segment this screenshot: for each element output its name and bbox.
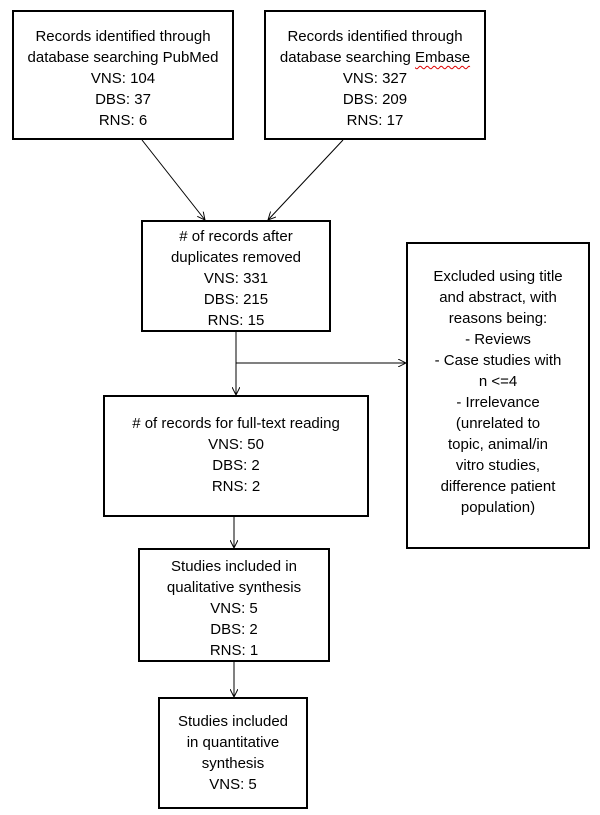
excluded-irrelevance-detail-2: topic, animal/in [447,436,549,453]
pubmed-records-box: Records identified through database sear… [12,10,234,140]
embase-records-box: Records identified through database sear… [264,10,486,140]
full-text-dbs-count: DBS: 2 [212,457,260,474]
embase-term: Embase [415,49,471,66]
excluded-records-box: Excluded using title and abstract, with … [406,242,590,549]
after-duplicates-rns-count: RNS: 15 [207,312,265,329]
excluded-reason-case-studies-cont: n <=4 [478,373,518,390]
quantitative-title-line2: in quantitative [186,734,280,751]
excluded-reason-case-studies: - Case studies with [434,352,562,369]
excluded-irrelevance-detail-5: population) [460,499,536,516]
pubmed-rns-count: RNS: 6 [98,112,148,129]
embase-title-line1: Records identified through [287,28,463,45]
embase-rns-count: RNS: 17 [346,112,404,129]
quantitative-vns-count: VNS: 5 [209,776,257,793]
excluded-irrelevance-detail-1: (unrelated to [455,415,541,432]
after-duplicates-title-line2: duplicates removed [170,249,302,266]
excluded-irrelevance-detail-3: vitro studies, [455,457,541,474]
arrow-pubmed-to-duplicates [141,139,205,220]
full-text-vns-count: VNS: 50 [208,436,264,453]
pubmed-dbs-count: DBS: 37 [95,91,151,108]
quantitative-title-line1: Studies included [177,713,289,730]
pubmed-title-line2: database searching PubMed [27,49,219,66]
pubmed-title-line1: Records identified through [35,28,211,45]
excluded-line3: reasons being: [448,310,548,327]
pubmed-vns-count: VNS: 104 [90,70,156,87]
qualitative-title-line2: qualitative synthesis [166,579,302,596]
embase-title-prefix: database searching [279,49,416,66]
qualitative-dbs-count: DBS: 2 [210,621,258,638]
full-text-rns-count: RNS: 2 [211,478,261,495]
qualitative-vns-count: VNS: 5 [210,600,258,617]
embase-vns-count: VNS: 327 [342,70,408,87]
embase-title-line2: database searching Embase [266,47,484,68]
arrow-embase-to-duplicates [268,139,344,220]
after-duplicates-dbs-count: DBS: 215 [203,291,269,308]
qualitative-rns-count: RNS: 1 [209,642,259,659]
excluded-reason-reviews: - Reviews [465,331,531,348]
excluded-irrelevance-detail-4: difference patient [440,478,556,495]
excluded-reason-irrelevance: - Irrelevance [456,394,540,411]
full-text-reading-box: # of records for full-text reading VNS: … [103,395,369,517]
embase-dbs-count: DBS: 209 [342,91,408,108]
excluded-line2: and abstract, with [439,289,557,306]
qualitative-title-line1: Studies included in [171,558,297,575]
full-text-title: # of records for full-text reading [132,415,340,432]
qualitative-synthesis-box: Studies included in qualitative synthesi… [138,548,330,662]
after-duplicates-title-line1: # of records after [179,228,293,245]
excluded-line1: Excluded using title [433,268,563,285]
quantitative-synthesis-box: Studies included in quantitative synthes… [158,697,308,809]
quantitative-title-line3: synthesis [201,755,265,772]
after-duplicates-vns-count: VNS: 331 [203,270,269,287]
after-duplicates-box: # of records after duplicates removed VN… [141,220,331,332]
